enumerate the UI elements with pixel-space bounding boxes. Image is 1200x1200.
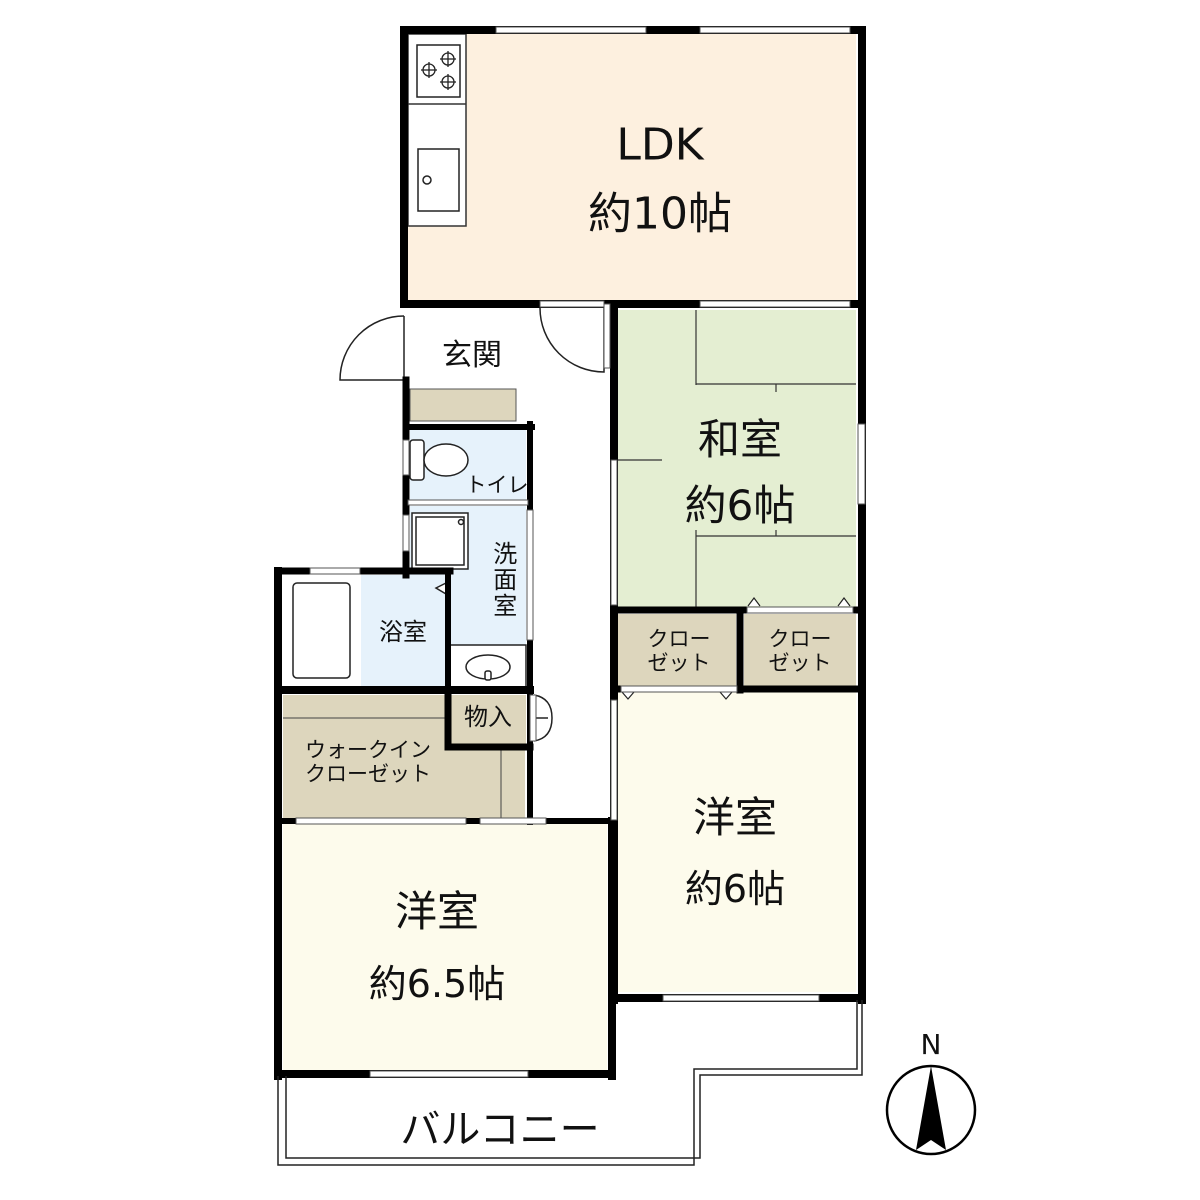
compass-north-label: N	[920, 1027, 942, 1061]
storage-door-swing	[533, 694, 553, 742]
japanese-room-size: 約6帖	[684, 480, 796, 530]
room-fills	[283, 34, 856, 1070]
kitchen-sink-icon	[417, 148, 460, 212]
closet-left-label: クロー ゼット	[647, 626, 711, 675]
entrance-label: 玄関	[442, 337, 502, 373]
toilet-label: トイレ	[465, 472, 529, 497]
western-west-name: 洋室	[394, 886, 480, 936]
japanese-room-fill	[618, 310, 856, 608]
entrance-door-swing	[339, 315, 405, 381]
closet-left-fill	[618, 614, 736, 686]
washroom-label: 洗面室	[488, 541, 517, 619]
bathtub-icon	[292, 582, 351, 679]
corridor-door-swing	[539, 307, 605, 373]
wic-label: ウォークイン クローゼット	[305, 737, 431, 786]
closet-right-label: クロー ゼット	[768, 626, 832, 675]
japanese-room-name: 和室	[697, 414, 783, 464]
ldk-label: LDK	[616, 119, 704, 172]
burner-icons	[421, 51, 456, 90]
western-east-size: 約6帖	[684, 867, 786, 912]
ldk-fill	[408, 34, 856, 302]
ldk-name: LDK	[616, 119, 704, 171]
western-west-size: 約6.5帖	[368, 962, 506, 1007]
north-arrow-icon	[916, 1066, 946, 1150]
bathroom-label: 浴室	[379, 618, 427, 647]
tatami-lines	[618, 310, 856, 608]
compass	[885, 1064, 977, 1156]
storage-label: 物入	[464, 703, 512, 732]
ldk-size: 約10帖	[588, 188, 732, 240]
balcony-label: バルコニー	[400, 1107, 600, 1153]
western-east-fill	[618, 692, 856, 992]
doors	[339, 307, 605, 742]
wic-fill	[283, 695, 525, 818]
toilet-tank-icon	[409, 439, 425, 481]
entrance-step	[409, 388, 517, 422]
balcony-outline	[277, 1000, 863, 1166]
openings	[295, 26, 866, 1078]
fixtures	[283, 33, 856, 818]
western-east-name: 洋室	[692, 792, 778, 842]
toilet-bowl-icon	[423, 443, 469, 477]
stove-icon	[416, 44, 461, 98]
western-west-fill	[283, 824, 607, 1070]
closet-right-fill	[744, 614, 856, 686]
